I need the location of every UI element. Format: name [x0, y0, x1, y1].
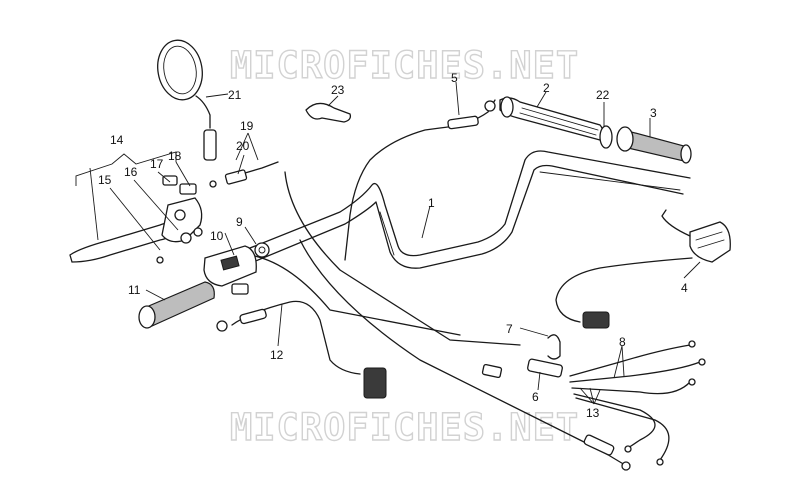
callout-10: 10	[210, 229, 224, 243]
right-switch-assembly	[555, 209, 731, 329]
small-clip	[547, 334, 561, 360]
callout-18: 18	[168, 149, 182, 163]
clutch-cable	[216, 300, 387, 399]
callout-22: 22	[596, 88, 610, 102]
callout-21: 21	[228, 88, 242, 102]
callout-15: 15	[98, 173, 112, 187]
callout-20: 20	[236, 139, 250, 153]
callout-4: 4	[681, 281, 688, 295]
cable-clip	[305, 102, 352, 123]
callout-13: 13	[586, 406, 600, 420]
callout-16: 16	[124, 165, 138, 179]
callout-11: 11	[128, 283, 141, 297]
long-cables	[249, 171, 631, 471]
callout-7: 7	[506, 322, 513, 336]
cable-adjuster	[481, 358, 563, 379]
callout-12: 12	[270, 348, 284, 362]
leader-lines	[75, 81, 701, 405]
callout-17: 17	[150, 157, 164, 171]
clutch-lever-assembly	[69, 175, 203, 264]
choke-cables	[569, 340, 706, 466]
watermark-bottom: MICROFICHES.NET	[230, 406, 579, 449]
ring-washer	[599, 125, 613, 149]
throttle-grip	[499, 96, 604, 141]
left-grip	[138, 281, 215, 329]
right-grip	[616, 126, 692, 164]
callout-2: 2	[543, 81, 550, 95]
callout-9: 9	[236, 215, 243, 229]
callout-19: 19	[240, 119, 254, 133]
callout-14: 14	[110, 133, 124, 147]
callout-8: 8	[619, 335, 626, 349]
left-switch-housing	[203, 242, 270, 295]
callout-3: 3	[650, 106, 657, 120]
cable-end-fitting	[209, 161, 279, 188]
mirror	[157, 39, 217, 161]
callout-23: 23	[331, 83, 345, 97]
throttle-cable	[344, 99, 496, 261]
callout-5: 5	[451, 71, 458, 85]
callout-6: 6	[532, 390, 539, 404]
callout-labels: 1 2 3 4 5 6 7 8 9 10 11 12 13 14 15 16 1…	[98, 71, 688, 420]
handlebar	[214, 150, 691, 276]
callout-1: 1	[428, 196, 435, 210]
watermark-top: MICROFICHES.NET	[230, 44, 579, 87]
